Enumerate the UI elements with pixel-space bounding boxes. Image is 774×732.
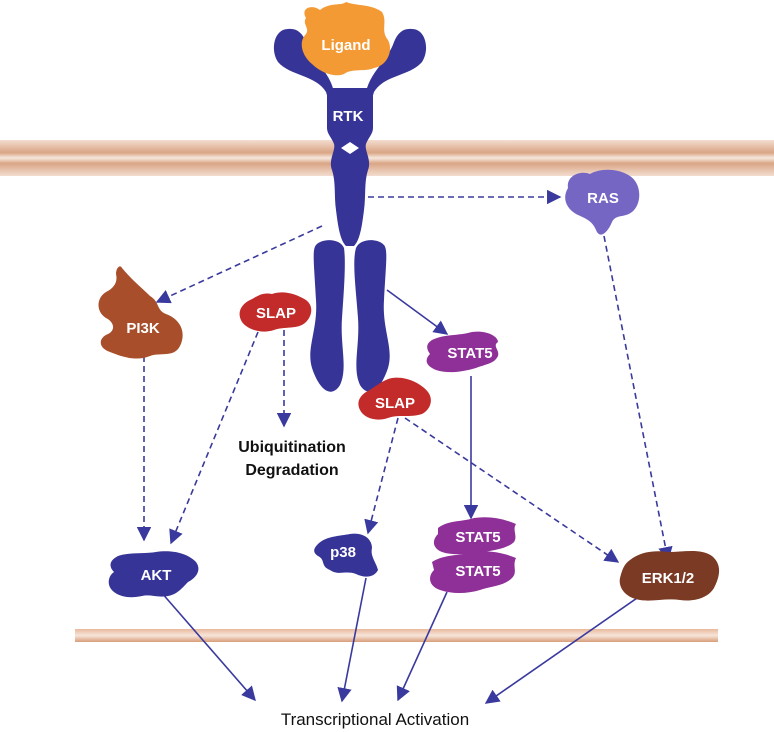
- slap-upper-label: SLAP: [256, 305, 296, 322]
- pi3k-shape: [98, 266, 183, 359]
- stat5-dimer-bottom-shape: [430, 551, 516, 593]
- slap-lower-label: SLAP: [375, 395, 415, 412]
- arrow-stat5-dimer-to-transcription: [396, 591, 448, 702]
- arrow-slap-to-erk: [404, 417, 620, 563]
- degradation-label: Degradation: [245, 462, 338, 479]
- stat5-dimer-bottom-label: STAT5: [455, 563, 500, 580]
- ligand-shape: [301, 2, 391, 76]
- slap-lower-shape: [358, 377, 431, 420]
- akt-label: AKT: [141, 567, 172, 584]
- pi3k-label: PI3K: [126, 320, 160, 337]
- arrow-akt-to-transcription: [160, 591, 256, 702]
- rtk-label: RTK: [333, 108, 364, 125]
- stat5-single-label: STAT5: [447, 345, 492, 362]
- arrow-p38-to-transcription: [337, 577, 367, 703]
- erk-label: ERK1/2: [642, 570, 695, 587]
- arrow-slap-to-akt: [169, 331, 259, 545]
- ras-label: RAS: [587, 190, 619, 207]
- erk-shape: [619, 551, 720, 601]
- arrow-rtk-to-pi3k: [155, 225, 323, 304]
- stat5-single-shape: [426, 331, 499, 373]
- arrow-slap-to-p38: [364, 417, 399, 535]
- akt-shape: [108, 551, 199, 598]
- transcription-label: Transcriptional Activation: [281, 710, 469, 729]
- stat5-dimer-top-label: STAT5: [455, 529, 500, 546]
- slap-upper-shape: [239, 292, 312, 332]
- ligand-label: Ligand: [321, 37, 370, 54]
- arrow-rtk-to-stat5: [386, 289, 449, 335]
- signal-arrows: [136, 189, 673, 704]
- stat5-dimer-top-shape: [433, 517, 516, 555]
- ubiquitination-label: Ubiquitination: [238, 439, 346, 456]
- arrow-erk-to-transcription: [484, 595, 641, 704]
- p38-label: p38: [330, 544, 356, 561]
- plasma-membrane: [0, 140, 774, 176]
- rtk-receptor: [273, 28, 427, 392]
- nuclear-membrane: [75, 629, 718, 642]
- arrow-ras-to-erk: [603, 235, 673, 562]
- p38-shape: [314, 533, 378, 577]
- ras-shape: [565, 169, 640, 235]
